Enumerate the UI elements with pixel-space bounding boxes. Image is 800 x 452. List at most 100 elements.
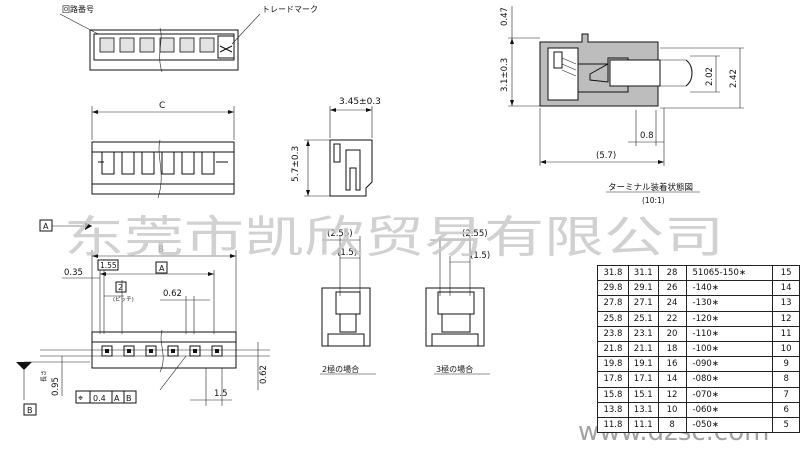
dim-047-label: 0.47	[500, 7, 510, 26]
table-cell-n: 9	[772, 356, 800, 373]
front-view: C	[91, 101, 235, 199]
dim-57-paren-label: (5.7)	[596, 151, 616, 161]
dim-095-label: 0.95	[51, 377, 61, 396]
ref-a-box: A	[43, 222, 49, 231]
table-cell-part: -080∗	[685, 371, 774, 388]
table-cell-a: 28	[657, 264, 687, 282]
table-cell-a: 24	[657, 295, 687, 312]
table-cell-b: 31.1	[627, 264, 659, 282]
dim-155-label: 1.55	[100, 261, 117, 270]
trademark-label: トレードマーク	[262, 5, 318, 14]
table-cell-a: 14	[657, 371, 687, 388]
terminal-section-view: 0.47 3.1±0.3 2.02 2.42 0.8 (5.7) ターミナル装着…	[500, 6, 744, 205]
pcb-layout-view: A B A 0.35 1.55 2 (ピッチ) 0.62	[16, 219, 270, 416]
table-cell-part: -110∗	[685, 325, 774, 342]
table-cell-a: 20	[657, 325, 687, 342]
dim-15-left-label: (1.5)	[337, 248, 357, 258]
table-cell-n: 11	[772, 325, 800, 342]
dim-57-label: 5.7±0.3	[291, 146, 301, 182]
crimp-title: ターミナル装着状態図	[608, 182, 693, 193]
table-cell-b: 11.1	[627, 416, 659, 434]
table-cell-n: 6	[772, 401, 800, 418]
tolerance-ref-a: A	[114, 394, 120, 403]
table-cell-a: 8	[657, 416, 687, 434]
dim-a-box: A	[159, 264, 165, 273]
table-cell-part: -070∗	[685, 386, 774, 403]
dim-c-label: C	[159, 101, 165, 111]
table-cell-a: 22	[657, 310, 687, 327]
table-cell-b: 25.1	[627, 310, 659, 327]
case-2-label: 2極の場合	[322, 364, 359, 374]
table-cell-c: 19.8	[597, 356, 629, 373]
dim-15-right-label: (1.5)	[470, 251, 490, 261]
table-cell-c: 25.8	[597, 310, 629, 327]
table-cell-part: -090∗	[685, 356, 774, 373]
table-cell-c: 17.8	[597, 371, 629, 388]
dim-255-left-label: (2.55)	[327, 229, 353, 239]
table-cell-b: 27.1	[627, 295, 659, 312]
three-pole-view: (2.55) (1.5) 3極の場合	[425, 229, 490, 375]
table-cell-a: 26	[657, 280, 687, 297]
dim-062-label: 0.62	[163, 289, 182, 299]
table-cell-a: 10	[657, 401, 687, 418]
table-cell-b: 17.1	[627, 371, 659, 388]
watermark-company: 东莞市凯欣贸易有限公司	[64, 212, 724, 263]
table-cell-part: 51065-150∗	[685, 264, 774, 282]
crimp-scale: (10:1)	[642, 196, 665, 205]
two-pole-view: (2.55) (1.5) 2極の場合	[320, 229, 376, 375]
table-cell-n: 7	[772, 386, 800, 403]
table-cell-a: 16	[657, 356, 687, 373]
pitch-note: (ピッチ)	[113, 296, 134, 303]
table-cell-b: 13.1	[627, 401, 659, 418]
ref-b-box: B	[27, 406, 33, 415]
case-3-label: 3極の場合	[436, 364, 473, 374]
tolerance-value: 0.4	[93, 394, 106, 403]
length-note: 長さ	[41, 370, 48, 382]
table-cell-c: 15.8	[597, 386, 629, 403]
top-view-slots	[99, 37, 215, 53]
table-cell-c: 23.8	[597, 325, 629, 342]
table-cell-part: -060∗	[685, 401, 774, 418]
table-cell-n: 8	[772, 371, 800, 388]
table-cell-b: 19.1	[627, 356, 659, 373]
table-cell-b: 15.1	[627, 386, 659, 403]
dim-255-right-label: (2.55)	[462, 229, 488, 239]
table-cell-part: -050∗	[685, 416, 774, 434]
table-cell-n: 5	[772, 416, 800, 434]
tolerance-ref-b: B	[126, 394, 132, 403]
dim-b-label: B	[158, 245, 164, 255]
table-cell-b: 29.1	[627, 280, 659, 297]
dim-242-label: 2.42	[729, 69, 739, 88]
table-cell-part: -130∗	[685, 295, 774, 312]
top-view: 回路番号 トレードマーク	[59, 4, 318, 73]
table-cell-n: 10	[772, 340, 800, 358]
table-cell-n: 14	[772, 280, 800, 297]
dim-035-label: 0.35	[64, 268, 83, 278]
table-cell-n: 12	[772, 310, 800, 327]
dim-062-vertical-label: 0.62	[259, 365, 269, 384]
table-cell-part: -140∗	[685, 280, 774, 297]
circuit-number-label: 回路番号	[62, 4, 94, 14]
table-cell-c: 31.8	[597, 264, 629, 282]
dim-2-box: 2	[118, 283, 123, 292]
table-cell-b: 23.1	[627, 325, 659, 342]
table-cell-c: 13.8	[597, 401, 629, 418]
dim-202-label: 2.02	[705, 67, 715, 86]
table-cell-b: 21.1	[627, 340, 659, 358]
table-cell-c: 29.8	[597, 280, 629, 297]
tolerance-symbol: ⌖	[78, 394, 83, 404]
table-cell-a: 12	[657, 386, 687, 403]
dim-15-bottom-label: 1.5	[214, 389, 228, 399]
